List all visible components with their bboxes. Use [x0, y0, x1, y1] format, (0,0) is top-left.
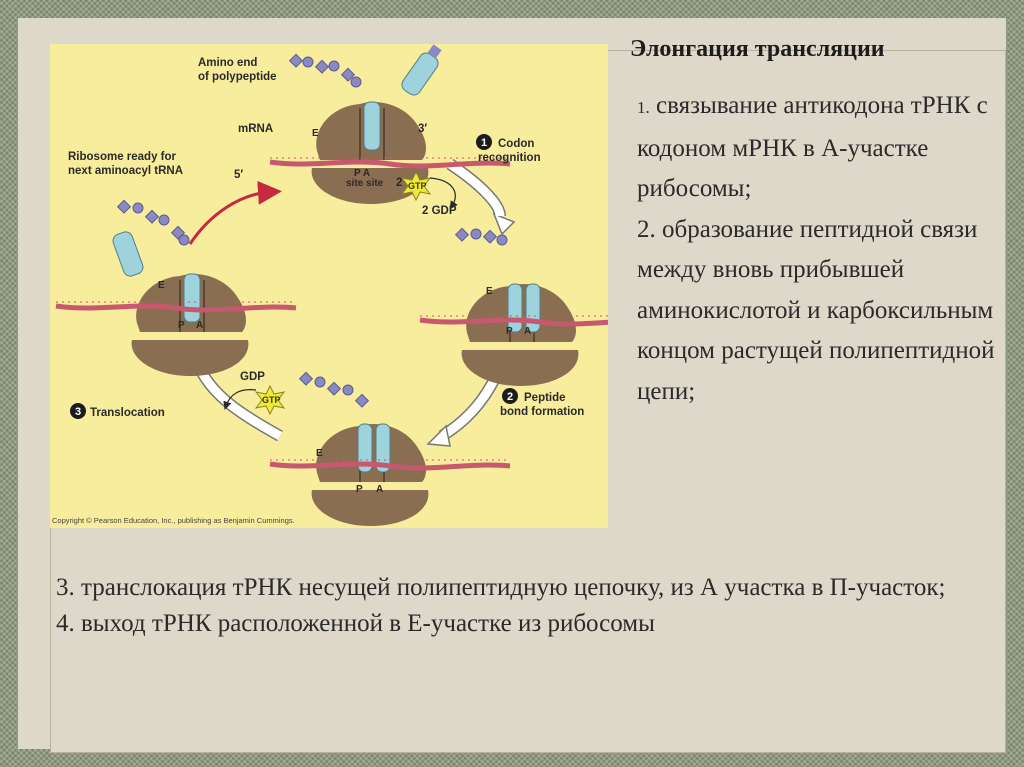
elongation-cycle-diagram: GTP GTP Amino end of polypeptide mRNA 3′…	[50, 44, 608, 527]
ribosome-bottom	[310, 423, 430, 527]
step1-number: 1	[481, 137, 487, 149]
step1-label-2: recognition	[478, 152, 541, 164]
step3-number: 3	[75, 406, 81, 418]
site-e-bottom: E	[316, 448, 323, 459]
site-sites-top: site site	[346, 178, 384, 189]
copyright-notice: Copyright © Pearson Education, Inc., pub…	[52, 516, 295, 525]
ribosome-left	[130, 273, 250, 377]
ribosome-top	[310, 101, 430, 205]
item1-number: 1.	[637, 98, 650, 117]
ribosome-right	[460, 283, 580, 387]
mrna-label: mRNA	[238, 123, 273, 135]
site-e-right: E	[486, 286, 493, 297]
site-a-left: A	[196, 320, 203, 331]
site-p-right: P	[506, 326, 513, 337]
amino-end-label-2: of polypeptide	[198, 71, 277, 83]
polypeptide-right	[454, 227, 508, 246]
slide-title: Элонгация трансляции	[630, 36, 885, 62]
site-a-bottom: A	[376, 484, 383, 495]
site-pa-top: P A	[354, 168, 370, 179]
item1-text: связывание антикодона тРНК с кодоном мРН…	[637, 92, 988, 202]
step2-number: 2	[507, 391, 513, 403]
gdp-count-label: 2 GDP	[422, 205, 457, 217]
three-prime-label: 3′	[418, 123, 427, 135]
gtp-count-label: 2	[396, 177, 402, 189]
polypeptide-top	[288, 53, 362, 88]
item4-text: 4. выход тРНК расположенной в Е-участке …	[56, 610, 655, 637]
ribosome-ready-label-1: Ribosome ready for	[68, 151, 177, 163]
gtp-label-2: GTP	[262, 395, 281, 405]
gtp-burst-2: GTP	[254, 384, 286, 416]
polypeptide-left	[116, 199, 190, 246]
incoming-trna	[401, 44, 442, 96]
step1-label-1: Codon	[498, 138, 534, 150]
ribosome-ready-label-2: next aminoacyl tRNA	[68, 165, 183, 177]
five-prime-label: 5′	[234, 169, 243, 181]
gtp-label-1: GTP	[408, 181, 427, 191]
item3-text: 3. транслокация тРНК несущей полипептидн…	[56, 574, 946, 601]
step2-label-2: bond formation	[500, 406, 584, 418]
exiting-trna	[112, 231, 144, 277]
step3-label: Translocation	[90, 407, 165, 419]
red-arrow-ready	[188, 180, 282, 245]
amino-end-label-1: Amino end	[198, 57, 257, 69]
site-e-left: E	[158, 280, 165, 291]
side-text-block: 1. связывание антикодона тРНК с кодоном …	[637, 86, 997, 412]
polypeptide-bottom	[298, 371, 370, 408]
site-a-right: A	[524, 326, 531, 337]
step2-label-1: Peptide	[524, 392, 566, 404]
gdp-label: GDP	[240, 371, 265, 383]
item2-text: 2. образование пептидной связи между вно…	[637, 215, 995, 405]
translation-elongation-figure: GTP GTP Amino end of polypeptide mRNA 3′…	[50, 44, 608, 528]
site-p-left: P	[178, 320, 185, 331]
bottom-text-block: 3. транслокация тРНК несущей полипептидн…	[56, 570, 996, 642]
site-e-top: E	[312, 128, 319, 139]
site-p-bottom: P	[356, 484, 363, 495]
